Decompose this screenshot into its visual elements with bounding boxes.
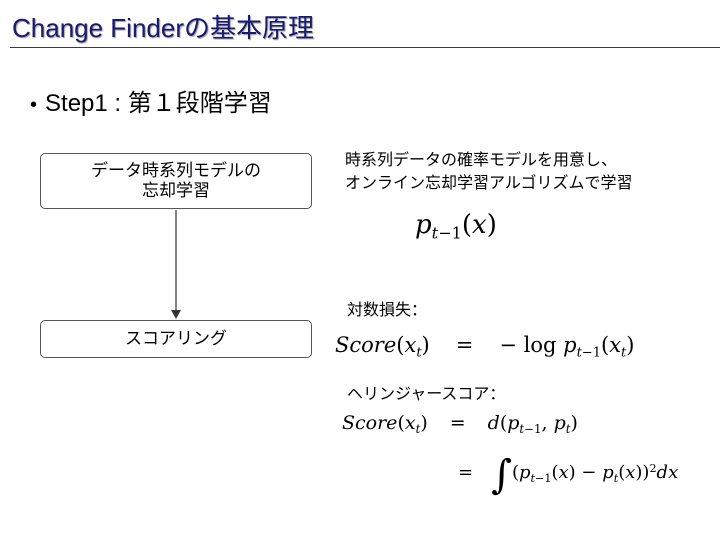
bullet-step-label: Step1 : [45,90,128,117]
scoring-box: スコアリング [40,320,312,358]
model-learning-label: データ時系列モデルの 忘却学習 [91,161,261,201]
hellinger-formula-line1: Score(xt)=d(pt−1, pt) [342,412,578,437]
bullet-dot-icon: • [30,94,38,116]
log-loss-formula: Score(xt)=− log pt−1(xt) [335,333,635,361]
hellinger-formula-line2: =∫(pt−1(x) − pt(x))2dx [458,452,679,498]
model-description-line1: 時系列データの確率モデルを用意し、 [345,150,618,169]
bullet-step-text: 第１段階学習 [127,89,272,117]
title-divider [10,47,720,48]
hellinger-label: ヘリンジャースコア： [347,384,506,403]
log-loss-label: 対数損失： [347,300,428,319]
model-learning-box: データ時系列モデルの 忘却学習 [40,153,312,209]
slide-title: Change Finderの基本原理 [12,13,314,43]
model-description-line2: オンライン忘却学習アルゴリズムで学習 [345,173,633,192]
model-description: 時系列データの確率モデルを用意し、 オンライン忘却学習アルゴリズムで学習 [345,148,633,194]
bullet-step1: • Step1 : 第１段階学習 [30,83,272,118]
probability-formula: pt−1(x) [415,210,497,243]
scoring-label: スコアリング [125,329,227,349]
